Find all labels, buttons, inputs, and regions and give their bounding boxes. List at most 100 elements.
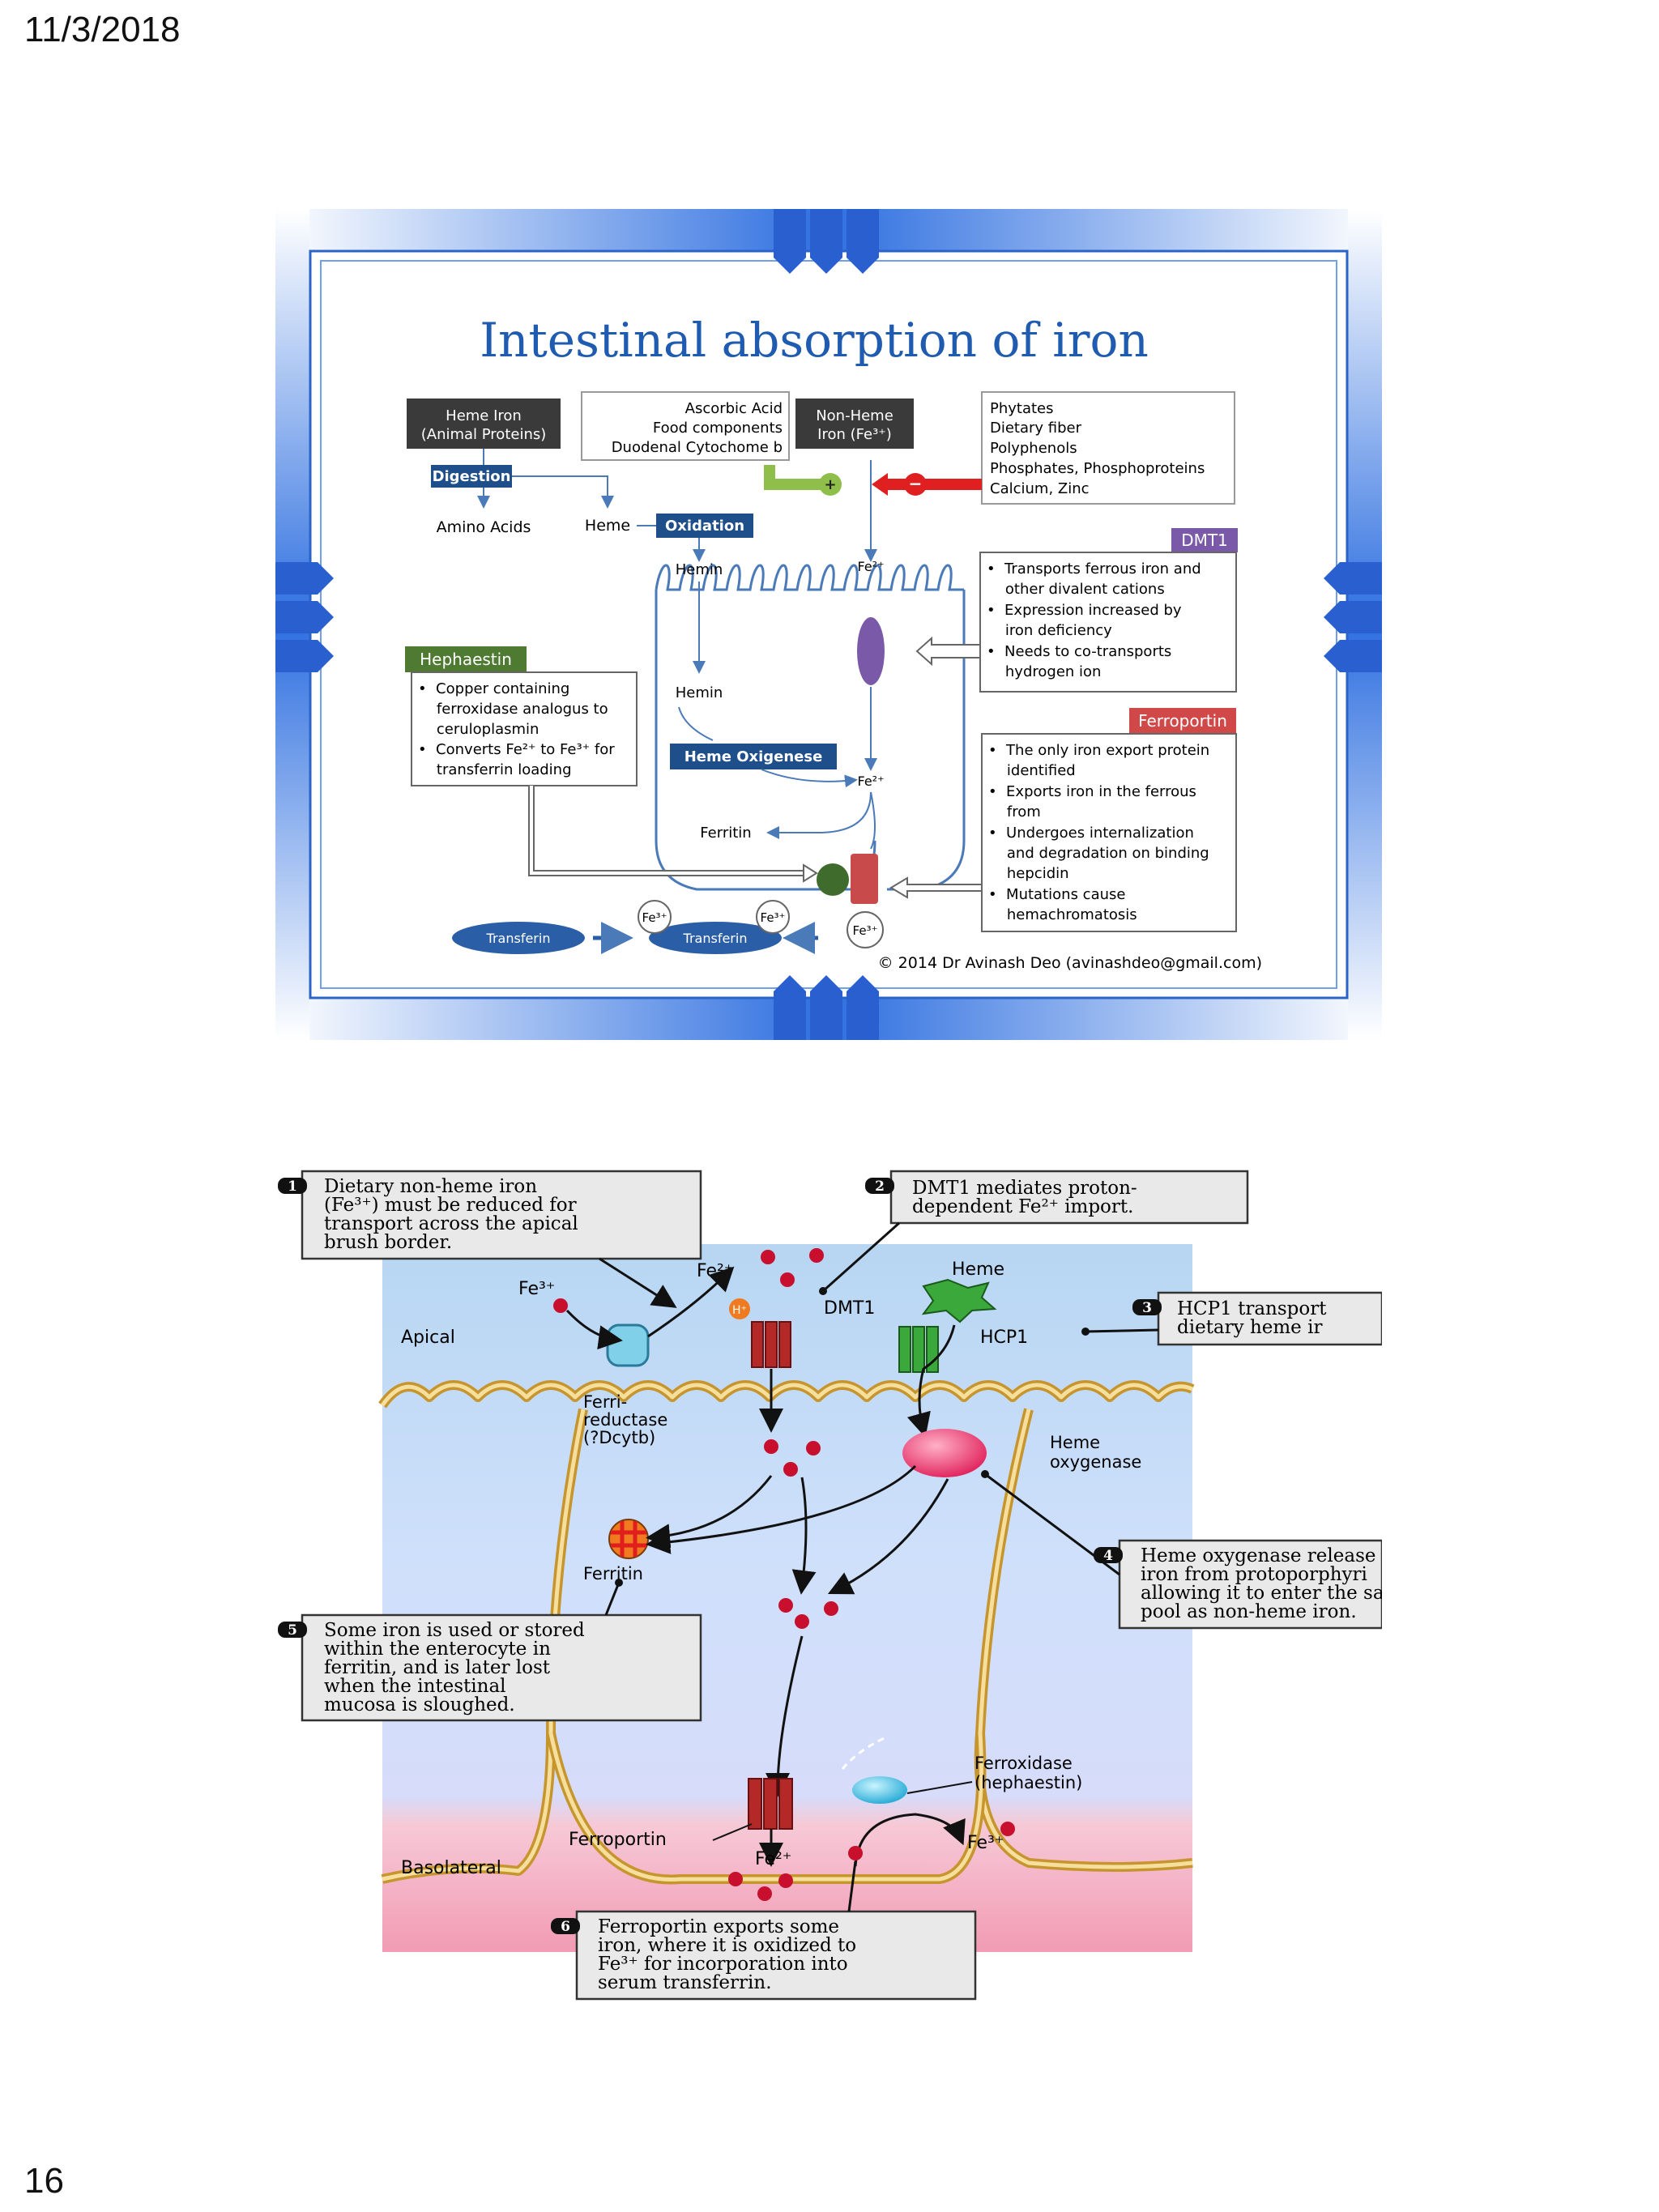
transferrin-right-label: Transferin xyxy=(683,931,748,946)
callout-6-text: Ferroportin exports some iron, where it … xyxy=(598,1916,856,1993)
hemin-to-oxigenese xyxy=(678,706,714,741)
nonheme-line2: Iron (Fe³⁺) xyxy=(817,426,892,443)
inhibitor-3: Polyphenols xyxy=(990,440,1077,457)
fe3-bubble-a xyxy=(638,900,672,934)
callout-5-line2: within the enterocyte in xyxy=(324,1639,551,1660)
minus-circle xyxy=(904,473,927,496)
callout-4-pointer xyxy=(984,1473,1120,1576)
h-plus-ion xyxy=(729,1298,750,1319)
dmt1-tag-label: DMT1 xyxy=(1181,531,1228,550)
dmt1-line-2: other divalent cations xyxy=(987,581,1165,598)
heme-iron-down-arrow xyxy=(827,1478,949,1595)
inhibitor-2: Dietary fiber xyxy=(990,420,1082,437)
callout-1-pointer xyxy=(599,1257,677,1308)
nonheme-line1: Non-Heme xyxy=(816,407,893,424)
ferroportin-protein xyxy=(851,854,878,904)
oxigenese-to-fe2 xyxy=(761,769,858,788)
hephaestin-protein xyxy=(817,863,849,896)
copyright-text: © 2014 Dr Avinash Deo (avinashdeo@gmail.… xyxy=(878,954,1262,972)
dmt1-tag xyxy=(1171,528,1238,552)
hcp1-channel xyxy=(898,1326,939,1373)
hephaestin-line-4: • Converts Fe²⁺ to Fe³⁺ for xyxy=(418,741,615,758)
callout-5-pointer xyxy=(604,1582,621,1616)
digestion-to-heme xyxy=(512,475,614,509)
ferroportin-line-5: • Undergoes internalization xyxy=(988,825,1194,842)
fe2-to-ferritin xyxy=(766,791,872,839)
ferroportin-line-3: • Exports iron in the ferrous xyxy=(988,783,1196,800)
fe3-a-label: Fe³⁺ xyxy=(642,910,667,925)
heme-oxygenase-enzyme xyxy=(902,1429,987,1477)
callout-1-num: 1 xyxy=(288,1178,297,1195)
heme-molecule-icon xyxy=(921,1278,997,1323)
hephaestin-line-3: ceruloplasmin xyxy=(418,721,539,738)
oxidation-label: Oxidation xyxy=(665,518,744,535)
basolateral-label: Basolateral xyxy=(401,1858,501,1878)
fe2-bottom-dots xyxy=(728,1872,793,1901)
ferrireductase-line2: reductase xyxy=(583,1410,667,1430)
callout-5-line1: Some iron is used or stored xyxy=(324,1620,585,1641)
heme-import-arrow xyxy=(906,1324,956,1438)
callout-1-line4: brush border. xyxy=(324,1232,452,1253)
callout-5-line5: mucosa is sloughed. xyxy=(324,1694,515,1715)
enhancer-arrow xyxy=(764,465,834,490)
fe3-top-dot xyxy=(553,1298,568,1313)
fe2-mid-label: Fe²⁺ xyxy=(857,774,884,789)
callout-6-box xyxy=(575,1910,977,2001)
ferroportin-line-1: • The only iron export protein xyxy=(988,742,1209,759)
plus-sign: + xyxy=(824,476,836,493)
hcp1-label: HCP1 xyxy=(980,1328,1028,1348)
hephaestin-protein xyxy=(852,1776,907,1804)
heme-oxygenase-line2: oxygenase xyxy=(1050,1452,1141,1472)
callout-2-box xyxy=(889,1170,1249,1225)
callout-3-badge xyxy=(1132,1299,1162,1315)
reductase-to-fe2-arrow xyxy=(647,1266,735,1338)
callout-2-badge xyxy=(865,1178,894,1194)
hemin-top-label: Hemin xyxy=(676,561,723,578)
transferrin-right xyxy=(649,922,782,954)
fe2-pool-dots xyxy=(778,1598,838,1629)
fe2-top-dots xyxy=(761,1248,824,1287)
callout-5-text: Some iron is used or stored within the e… xyxy=(324,1620,585,1715)
ferroportin-info-lines: • The only iron export protein identifie… xyxy=(988,742,1209,923)
heme-iron-box xyxy=(407,399,561,449)
ferritin-label: Ferritin xyxy=(583,1564,643,1583)
ferritin-label: Ferritin xyxy=(700,825,751,842)
heme-oxigenese-label: Heme Oxigenese xyxy=(684,748,823,765)
digestion-tag xyxy=(431,465,512,488)
slide-intestinal-absorption: Intestinal absorption of iron Heme Iron … xyxy=(275,209,1382,1040)
callout-6-pointer xyxy=(847,1860,857,1912)
dmt1-label: DMT1 xyxy=(824,1298,875,1319)
callout-6-line1: Ferroportin exports some xyxy=(598,1916,839,1937)
ferroportin-label: Ferroportin xyxy=(569,1830,667,1850)
ferroportin-leader xyxy=(712,1823,753,1841)
fe3-bubble-c xyxy=(847,911,884,948)
ferroportin-line-7: hepcidin xyxy=(988,865,1069,882)
dmt1-line-3: • Expression increased by xyxy=(987,602,1182,619)
transferrin-left-label: Transferin xyxy=(486,931,551,946)
inhibitor-1: Phytates xyxy=(990,400,1054,417)
nonheme-iron-box xyxy=(795,399,914,449)
right-chevrons xyxy=(1324,562,1382,672)
fe3-c-label: Fe³⁺ xyxy=(853,923,878,938)
ferrireductase-protein xyxy=(606,1323,650,1367)
callout-2-line1: DMT1 mediates proton- xyxy=(912,1178,1137,1199)
hephaestin-line-2: ferroxidase analogus to xyxy=(418,701,608,718)
slide-title: Intestinal absorption of iron xyxy=(480,313,1149,368)
hephaestin-arrowhead xyxy=(803,863,818,883)
fe2-oxidation-dot xyxy=(848,1846,863,1860)
ferroportin-line-9: hemachromatosis xyxy=(988,906,1137,923)
fe2-top-label: Fe²⁺ xyxy=(857,559,884,574)
ferroportin-tag-label: Ferroportin xyxy=(1138,711,1227,731)
hephaestin-tag-label: Hephaestin xyxy=(420,650,512,669)
callout-4-pointer-dot xyxy=(981,1470,989,1478)
callout-1-line1: Dietary non-heme iron xyxy=(324,1176,537,1197)
ferroxidase-line1: Ferroxidase xyxy=(975,1754,1073,1773)
callout-3-line2: dietary heme ir xyxy=(1177,1317,1322,1338)
enhancer-2: Food components xyxy=(653,420,783,437)
plus-circle xyxy=(819,473,842,496)
minus-sign: − xyxy=(909,474,923,493)
dmt1-line-4: iron deficiency xyxy=(987,622,1112,639)
basolateral-membrane-inner xyxy=(548,1733,983,1882)
digestion-label: Digestion xyxy=(433,468,511,485)
fe3-bottom-label: Fe³⁺ xyxy=(967,1833,1004,1853)
